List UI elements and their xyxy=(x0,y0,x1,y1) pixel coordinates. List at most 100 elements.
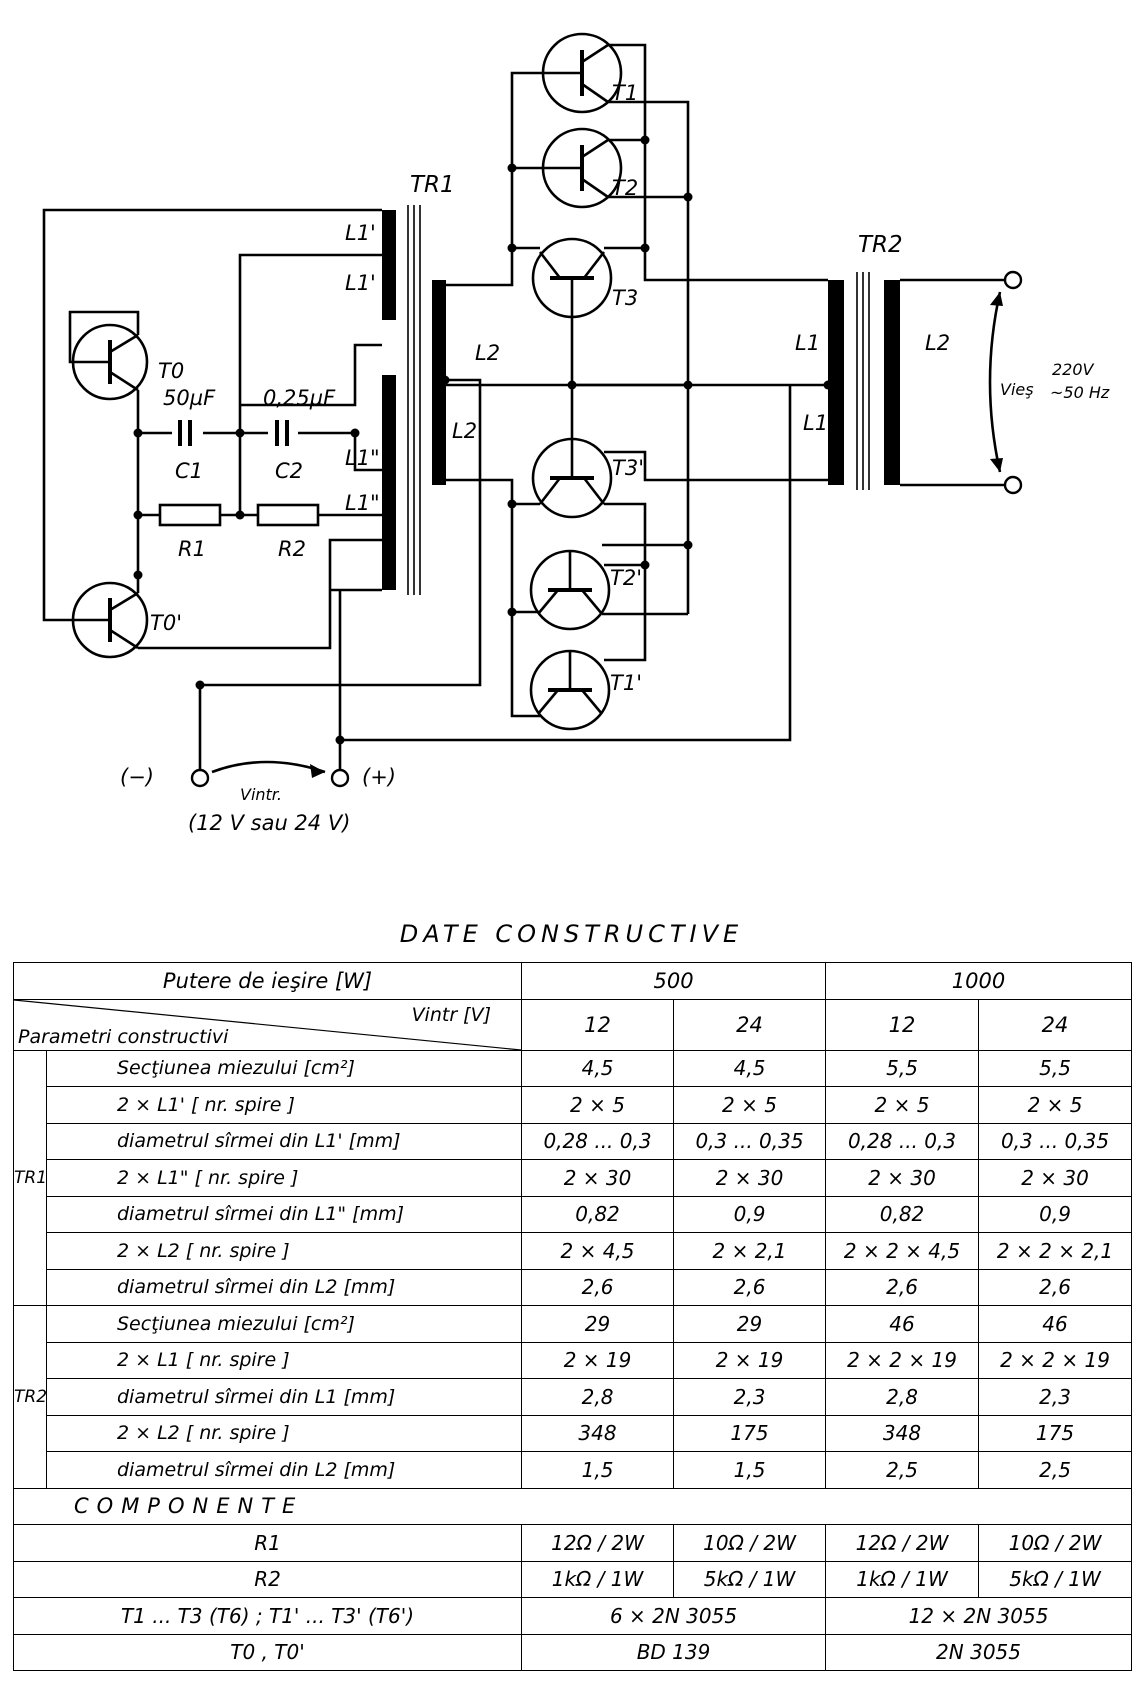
value-cell: 2 × 2 × 2,1 xyxy=(978,1232,1133,1270)
input-voltage-label: Vintr. xyxy=(240,785,282,804)
voltage-cell: 24 xyxy=(673,998,827,1051)
winding-l1p-bottom: L1' xyxy=(345,271,376,295)
table-row: R1 12Ω / 2W 10Ω / 2W 12Ω / 2W 10Ω / 2W xyxy=(12,1524,1133,1562)
transformer-tr2 xyxy=(828,272,1005,490)
winding-l1pp-bottom: L1" xyxy=(345,491,380,515)
param-label: Secţiunea miezului [cm²] xyxy=(45,1049,523,1087)
input-plus-label: (+) xyxy=(362,765,396,789)
value-cell: 29 xyxy=(673,1305,827,1343)
c1-label: C1 xyxy=(175,459,203,483)
value-cell: 5,5 xyxy=(825,1049,980,1087)
table-row: TR1 Secţiunea miezului [cm²] 4,5 4,5 5,5… xyxy=(13,1049,1133,1306)
param-label: 2 × L1 [ nr. spire ] xyxy=(45,1341,523,1379)
label-t1-prime: T1' xyxy=(610,671,642,695)
value-cell: 6 × 2N 3055 xyxy=(521,1597,827,1635)
label-t2: T2 xyxy=(612,176,638,200)
corner-input-voltage: Vintr [V] xyxy=(411,1003,492,1026)
transistor-t0-prime xyxy=(71,581,149,659)
value-cell: 348 xyxy=(521,1414,675,1452)
capacitor-c2 xyxy=(275,420,289,446)
value-cell: 2 × 30 xyxy=(825,1159,980,1197)
c2-value: 0,25µF xyxy=(263,386,336,410)
input-minus-label: (−) xyxy=(120,765,154,789)
value-cell: 2 × 5 xyxy=(978,1086,1133,1124)
output-voltage-label: Vieş xyxy=(1000,380,1034,399)
tr1-label: TR1 xyxy=(410,172,455,198)
r1-label: R1 xyxy=(178,537,206,561)
winding-l2-top: L2 xyxy=(475,341,500,365)
param-label: Secţiunea miezului [cm²] xyxy=(45,1305,523,1343)
value-cell: 2,6 xyxy=(673,1268,827,1306)
output-voltage-value-2: ~50 Hz xyxy=(1050,383,1110,402)
param-label: diametrul sîrmei din L1' [mm] xyxy=(45,1122,523,1160)
label-t0-prime: T0' xyxy=(150,611,182,635)
table-row: 2 × L2 [ nr. spire ] 2 × 4,5 2 × 2,1 2 ×… xyxy=(14,1232,1133,1270)
table-row: diametrul sîrmei din L1" [mm] 0,82 0,9 0… xyxy=(14,1195,1133,1233)
param-label: diametrul sîrmei din L2 [mm] xyxy=(45,1268,523,1306)
transistor-t0 xyxy=(71,323,149,401)
group-tr1: TR1 xyxy=(13,1049,47,1306)
value-cell: 2N 3055 xyxy=(825,1633,1133,1671)
group-tr2: TR2 xyxy=(13,1305,47,1489)
corner-parameters: Parametri constructivi xyxy=(18,1025,229,1048)
transistor-t3-prime xyxy=(531,437,613,519)
voltage-cell: 12 xyxy=(825,998,980,1051)
param-label: 2 × L1' [ nr. spire ] xyxy=(45,1086,523,1124)
c1-value: 50µF xyxy=(163,386,216,410)
value-cell: 2 × 19 xyxy=(673,1341,827,1379)
component-name: R1 xyxy=(12,1524,523,1562)
oscillator-wires xyxy=(42,208,482,770)
component-name: R2 xyxy=(12,1560,523,1598)
table-row: 2 × L1 [ nr. spire ] 2 × 19 2 × 19 2 × 2… xyxy=(14,1341,1133,1379)
winding-l2-bottom: L2 xyxy=(452,419,477,443)
output-voltage-arrow xyxy=(988,291,1002,473)
voltage-cell: 12 xyxy=(521,998,675,1051)
value-cell: 0,28 ... 0,3 xyxy=(521,1122,675,1160)
inverter-schematic: TR1 TR2 L1' L1' L1" L1" L2 L2 L1 L1 L2 T… xyxy=(42,32,1110,835)
value-cell: 2,8 xyxy=(521,1378,675,1416)
table-row: T1 ... T3 (T6) ; T1' ... T3' (T6') 6 × 2… xyxy=(12,1597,1133,1635)
value-cell: 2,3 xyxy=(978,1378,1133,1416)
output-terminal-bottom xyxy=(1003,475,1023,495)
param-label: 2 × L2 [ nr. spire ] xyxy=(45,1414,523,1452)
value-cell: 175 xyxy=(673,1414,827,1452)
input-voltage-arrow xyxy=(211,760,326,774)
value-cell: 0,82 xyxy=(825,1195,980,1233)
components-header-row: COMPONENTE xyxy=(12,1487,1133,1525)
header-row-power: Putere de ieşire [W] 500 1000 xyxy=(12,962,1133,1000)
output-voltage-value-1: 220V xyxy=(1052,360,1095,379)
table-row: R2 1kΩ / 1W 5kΩ / 1W 1kΩ / 1W 5kΩ / 1W xyxy=(12,1560,1133,1598)
value-cell: 5kΩ / 1W xyxy=(978,1560,1133,1598)
winding-l1pp-top: L1" xyxy=(345,446,380,470)
value-cell: 0,9 xyxy=(978,1195,1133,1233)
table-title: DATE CONSTRUCTIVE xyxy=(399,920,744,948)
table-row: diametrul sîrmei din L1' [mm] 0,28 ... 0… xyxy=(14,1122,1133,1160)
tr2-winding-l2: L2 xyxy=(925,331,950,355)
input-terminal-minus xyxy=(190,768,210,788)
input-terminal-plus xyxy=(330,768,350,788)
value-cell: 46 xyxy=(978,1305,1133,1343)
table-row: 2 × L1' [ nr. spire ] 2 × 5 2 × 5 2 × 5 … xyxy=(14,1086,1133,1124)
value-cell: 1,5 xyxy=(673,1451,827,1489)
value-cell: 2,5 xyxy=(978,1451,1133,1489)
value-cell: 2,5 xyxy=(825,1451,980,1489)
value-cell: 1,5 xyxy=(521,1451,675,1489)
power-1000: 1000 xyxy=(825,962,1133,1000)
power-500: 500 xyxy=(521,962,827,1000)
label-t1: T1 xyxy=(612,81,638,105)
value-cell: 12Ω / 2W xyxy=(521,1524,675,1562)
value-cell: 2,3 xyxy=(673,1378,827,1416)
header-row-voltage: Vintr [V] Parametri constructivi 12 24 1… xyxy=(12,998,1133,1051)
voltage-cell: 24 xyxy=(978,998,1133,1051)
value-cell: 2,6 xyxy=(521,1268,675,1306)
value-cell: 12 × 2N 3055 xyxy=(825,1597,1133,1635)
table-row: 2 × L2 [ nr. spire ] 348 175 348 175 xyxy=(14,1414,1133,1452)
value-cell: 2 × 2 × 19 xyxy=(825,1341,980,1379)
power-label: Putere de ieşire [W] xyxy=(12,962,523,1000)
value-cell: BD 139 xyxy=(521,1633,827,1671)
value-cell: 2 × 30 xyxy=(978,1159,1133,1197)
value-cell: 2 × 5 xyxy=(673,1086,827,1124)
transistor-t1-prime xyxy=(529,649,611,731)
components-title: COMPONENTE xyxy=(12,1487,1133,1525)
table-row: T0 , T0' BD 139 2N 3055 xyxy=(12,1633,1133,1671)
